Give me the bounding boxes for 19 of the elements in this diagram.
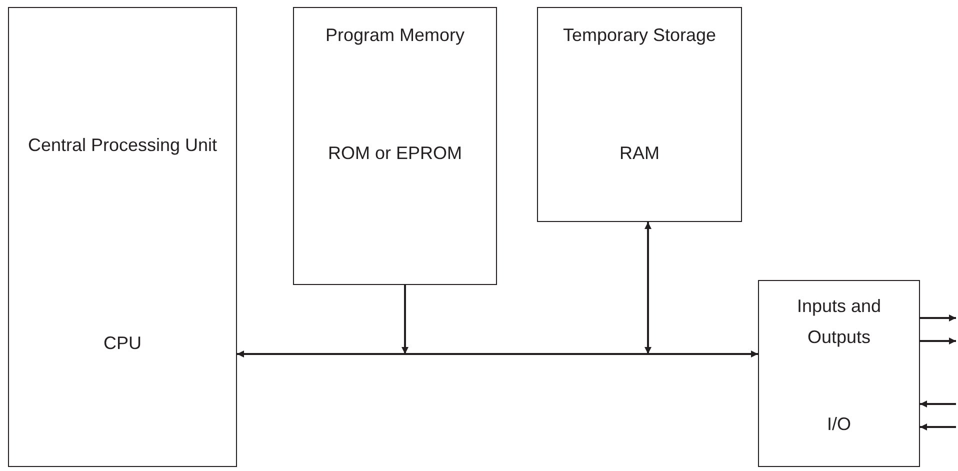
- arrow: [920, 424, 956, 430]
- arrow: [644, 222, 652, 354]
- arrow: [920, 338, 956, 344]
- block-box: [758, 280, 920, 467]
- block-label: Program Memory: [324, 24, 466, 47]
- block-label: ROM or EPROM: [326, 142, 463, 165]
- arrow: [402, 285, 408, 354]
- block-box: [537, 7, 742, 222]
- block-label: I/O: [826, 413, 852, 436]
- arrow: [237, 350, 758, 358]
- block-label: Central Processing Unit: [26, 134, 218, 157]
- block-box: [8, 7, 237, 467]
- block-label: CPU: [102, 332, 142, 355]
- block-label: Inputs and Outputs: [796, 295, 882, 349]
- arrow: [920, 400, 956, 408]
- block-label: Temporary Storage: [562, 24, 718, 47]
- arrow: [920, 314, 956, 322]
- block-box: [293, 7, 497, 285]
- block-label: RAM: [618, 142, 660, 165]
